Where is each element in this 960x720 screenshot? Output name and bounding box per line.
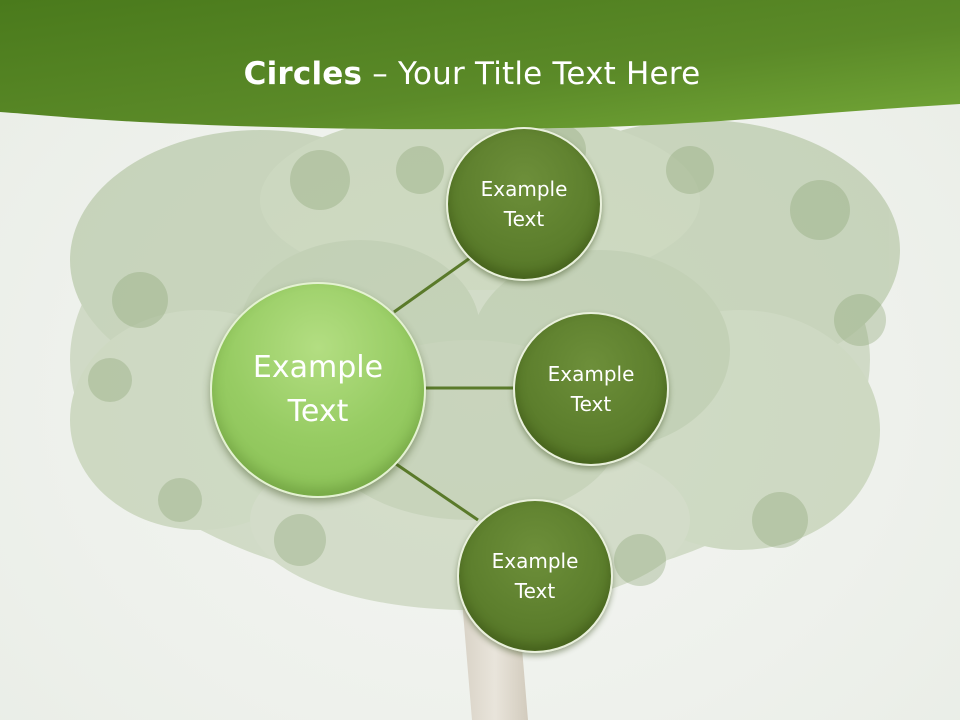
node-circle-top: Example Text [446,127,602,281]
node-top-label: Example Text [480,177,568,231]
header-band [0,0,960,130]
center-circle-label: Example Text [252,350,384,429]
node-middle-label: Example Text [547,362,635,416]
slide-title: Circles – Your Title Text Here [0,56,944,92]
title-rest-part: – Your Title Text Here [362,56,701,92]
node-bottom-label: Example Text [491,549,579,603]
center-circle: Example Text [210,282,426,498]
connector-to-node-1 [393,256,471,314]
title-bold-part: Circles [243,56,363,92]
connector-to-node-3 [395,462,479,522]
node-circle-middle: Example Text [513,312,669,466]
node-circle-bottom: Example Text [457,499,613,653]
